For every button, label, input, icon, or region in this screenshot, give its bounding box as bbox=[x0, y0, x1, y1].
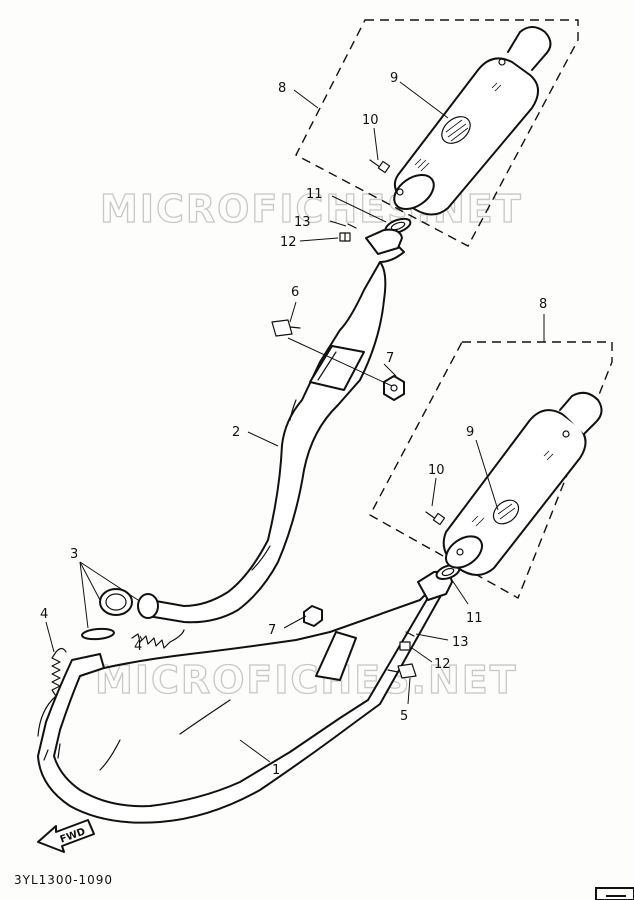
callout-lower-10: 10 bbox=[428, 463, 445, 478]
callout-upper-11: 11 bbox=[306, 187, 323, 202]
callout-5: 5 bbox=[400, 709, 408, 724]
lower-washer-13 bbox=[405, 631, 415, 637]
callout-4-right: 4 bbox=[134, 639, 142, 654]
callout-lower-8: 8 bbox=[539, 297, 547, 312]
callout-upper-12: 12 bbox=[280, 235, 297, 250]
lower-group-box bbox=[369, 341, 613, 600]
upper-nut-7 bbox=[383, 375, 405, 401]
callout-1: 1 bbox=[272, 763, 280, 778]
upper-bolt-12 bbox=[339, 232, 351, 242]
callout-lower-12: 12 bbox=[434, 657, 451, 672]
corner-logo-icon bbox=[595, 887, 634, 900]
forward-direction-arrow: FWD bbox=[37, 819, 95, 853]
diagram-code: 3YL1300-1090 bbox=[14, 873, 113, 887]
callout-upper-10: 10 bbox=[362, 113, 379, 128]
upper-exhaust-pipe bbox=[147, 228, 405, 624]
upper-silencer bbox=[393, 26, 552, 216]
watermark-bottom: MICROFICHES.NET bbox=[95, 658, 518, 702]
callout-upper-13: 13 bbox=[294, 215, 311, 230]
callout-upper-6: 6 bbox=[291, 285, 299, 300]
callout-lower-11: 11 bbox=[466, 611, 483, 626]
upper-muffler-group bbox=[295, 19, 579, 247]
callout-lower-13: 13 bbox=[452, 635, 469, 650]
lower-silencer bbox=[442, 391, 603, 576]
callout-upper-8: 8 bbox=[278, 81, 286, 96]
callout-upper-9: 9 bbox=[390, 71, 398, 86]
upper-bolt-10 bbox=[369, 159, 391, 174]
upper-group-box bbox=[295, 19, 579, 247]
callout-lower-7: 7 bbox=[268, 623, 276, 638]
callout-4-left: 4 bbox=[40, 607, 48, 622]
lower-bolt-12 bbox=[399, 641, 411, 651]
part-number-labels: 8 9 10 11 13 12 6 7 2 8 9 10 3 4 4 7 11 … bbox=[40, 71, 547, 778]
lower-bolt-5 bbox=[387, 663, 417, 679]
callout-upper-7: 7 bbox=[386, 351, 394, 366]
spring-4-right bbox=[131, 629, 185, 649]
upper-bolt-6 bbox=[271, 319, 301, 337]
joint-gaskets-3 bbox=[81, 588, 159, 641]
upper-washer-13 bbox=[347, 223, 357, 229]
lower-muffler-group bbox=[369, 341, 613, 600]
callout-lower-9: 9 bbox=[466, 425, 474, 440]
leader-lines bbox=[45, 81, 545, 763]
spring-4-left bbox=[37, 647, 67, 737]
lower-bolt-10 bbox=[425, 511, 446, 526]
lower-nut-7 bbox=[303, 605, 323, 627]
callout-2: 2 bbox=[232, 425, 240, 440]
callout-3: 3 bbox=[70, 547, 78, 562]
